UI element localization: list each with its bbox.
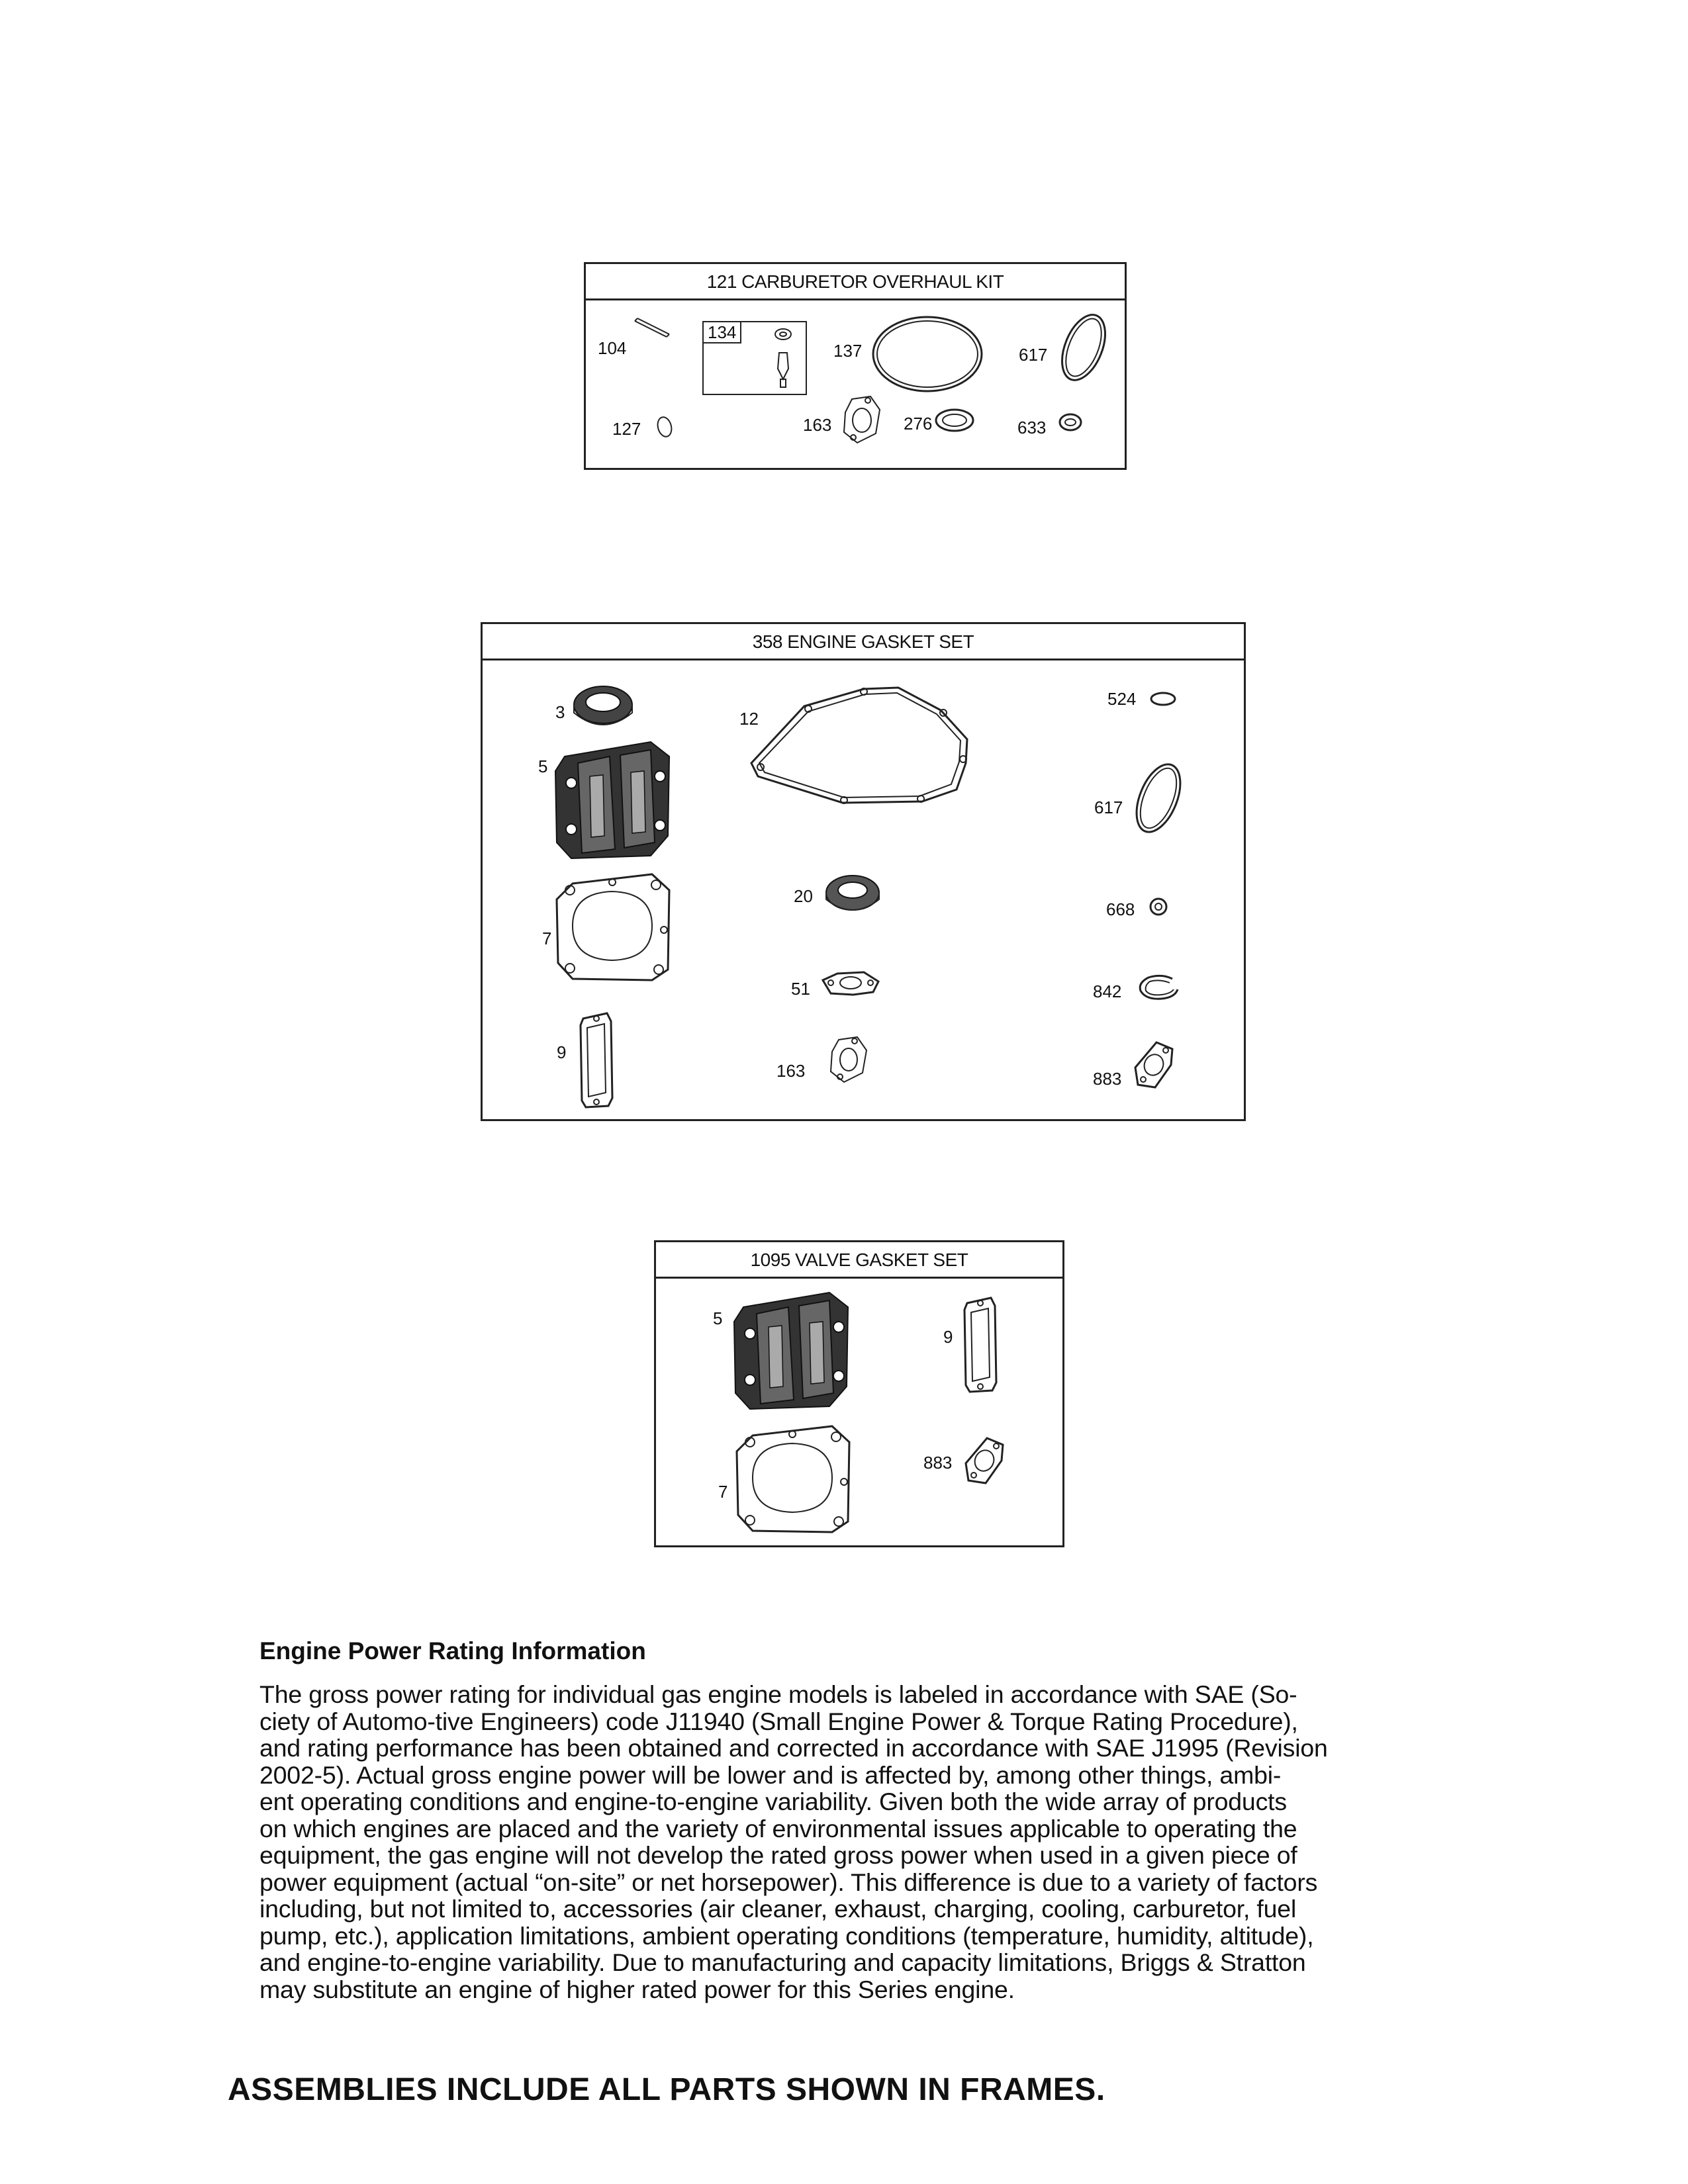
needle-seat-icon	[774, 328, 792, 388]
frame-title: 1095 VALVE GASKET SET	[656, 1242, 1062, 1279]
part-number: 5	[538, 756, 548, 776]
part-number: 883	[1093, 1069, 1122, 1089]
section-heading: Engine Power Rating Information	[259, 1637, 646, 1664]
part-134-box: 134	[702, 321, 807, 395]
part-number: 668	[1106, 899, 1135, 919]
part-number: 104	[598, 338, 627, 358]
body-line: ent operating conditions and engine-to-e…	[259, 1788, 1287, 1815]
flange-gasket-icon	[843, 395, 881, 444]
carburetor-overhaul-kit-frame: 121 CARBURETOR OVERHAUL KIT 104 134 137 …	[584, 262, 1127, 470]
body-line: and rating performance has been obtained…	[259, 1734, 1328, 1762]
part-number: 7	[718, 1482, 728, 1502]
bowl-gasket-icon	[872, 316, 983, 392]
valve-gasket-set-frame: 1095 VALVE GASKET SET 5 9 7	[654, 1240, 1064, 1547]
part-number: 883	[923, 1453, 953, 1473]
part-number: 276	[904, 414, 933, 433]
part-number: 9	[557, 1042, 567, 1062]
part-number: 5	[713, 1308, 723, 1328]
seal-ring-icon	[825, 875, 880, 911]
part-number: 134	[704, 322, 742, 343]
o-ring-icon	[1061, 314, 1106, 381]
part-number: 617	[1019, 345, 1048, 365]
engine-gasket-set-frame: 358 ENGINE GASKET SET 3 12 524	[481, 622, 1246, 1121]
part-number: 163	[776, 1061, 806, 1081]
body-line: ciety of Automo-tive Engineers) code J11…	[259, 1707, 1298, 1735]
part-number: 127	[612, 419, 641, 439]
part-number: 9	[943, 1327, 953, 1347]
body-line: equipment, the gas engine will not devel…	[259, 1841, 1297, 1869]
exhaust-gasket-icon	[964, 1437, 1004, 1484]
assemblies-footer-note: ASSEMBLIES INCLUDE ALL PARTS SHOWN IN FR…	[228, 2072, 1105, 2107]
part-number: 3	[555, 702, 565, 722]
small-washer-icon	[1058, 413, 1082, 432]
intake-gasket-icon	[821, 971, 880, 996]
part-number: 633	[1017, 418, 1047, 437]
pin-icon	[634, 318, 670, 338]
o-ring-icon	[1135, 763, 1182, 833]
small-o-ring-icon	[1150, 692, 1176, 706]
part-number: 524	[1107, 689, 1137, 709]
body-line: The gross power rating for individual ga…	[259, 1680, 1297, 1708]
snap-ring-icon	[1139, 974, 1179, 1000]
part-number: 842	[1093, 981, 1122, 1001]
part-number: 7	[542, 929, 552, 948]
cylinder-head-icon	[733, 1291, 849, 1410]
exhaust-gasket-icon	[1134, 1041, 1174, 1089]
valve-cover-gasket-icon	[963, 1297, 998, 1393]
part-number: 617	[1094, 797, 1123, 817]
engine-power-rating-section: Engine Power Rating Information The gros…	[259, 1637, 1425, 2003]
frame-title: 358 ENGINE GASKET SET	[483, 624, 1244, 660]
small-washer-icon	[1149, 897, 1168, 916]
body-line: and engine-to-engine variability. Due to…	[259, 1948, 1306, 1976]
section-body: The gross power rating for individual ga…	[259, 1681, 1425, 2003]
cylinder-head-icon	[554, 741, 671, 860]
part-number: 137	[833, 341, 863, 361]
seal-icon	[657, 416, 673, 437]
part-number: 12	[739, 709, 759, 729]
body-line: power equipment (actual “on-site” or net…	[259, 1868, 1318, 1896]
body-line: 2002-5). Actual gross engine power will …	[259, 1760, 1282, 1789]
part-number: 20	[794, 886, 813, 906]
head-gasket-icon	[735, 1425, 851, 1533]
body-line: pump, etc.), application limitations, am…	[259, 1921, 1314, 1950]
body-line: on which engines are placed and the vari…	[259, 1814, 1297, 1843]
frame-title: 121 CARBURETOR OVERHAUL KIT	[586, 264, 1125, 300]
body-line: may substitute an engine of higher rated…	[259, 1975, 1015, 2003]
crankcase-gasket-icon	[750, 686, 968, 804]
oil-seal-icon	[573, 686, 633, 725]
head-gasket-icon	[555, 873, 671, 981]
valve-cover-gasket-icon	[579, 1012, 614, 1109]
washer-icon	[935, 408, 974, 432]
flange-gasket-icon	[829, 1036, 868, 1083]
part-number: 51	[791, 979, 810, 999]
body-line: including, but not limited to, accessori…	[259, 1895, 1297, 1923]
part-number: 163	[803, 415, 832, 435]
